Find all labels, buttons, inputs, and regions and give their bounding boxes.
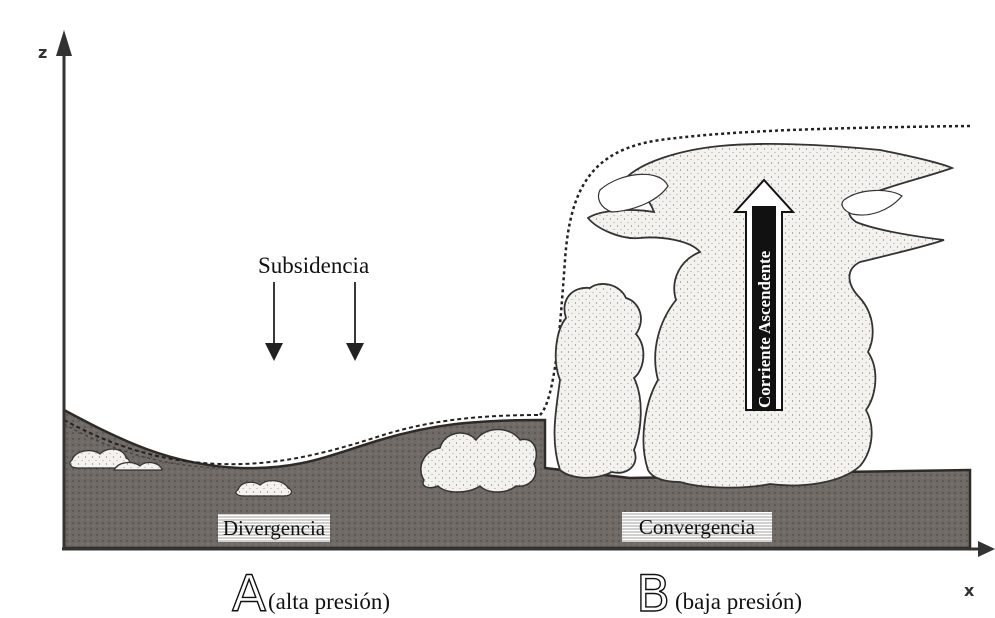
low-pressure-text: (baja presión): [675, 589, 802, 614]
divergence-label: Divergencia: [223, 516, 326, 540]
low-pressure-letter: B: [636, 565, 670, 618]
updraft-label: Corriente Ascendente: [755, 250, 774, 408]
x-axis-label: x: [964, 581, 975, 600]
x-axis-arrowhead: [978, 541, 995, 557]
cumulus-tower-left: [555, 284, 644, 478]
convergence-label: Convergencia: [639, 515, 756, 539]
high-pressure-letter: A: [232, 565, 266, 618]
subsidence-label: Subsidencia: [258, 253, 369, 278]
z-axis-arrowhead: [56, 30, 72, 56]
small-cloud-left-3: [236, 481, 291, 496]
z-axis-label: z: [38, 43, 47, 62]
high-pressure-text: (alta presión): [268, 589, 390, 614]
